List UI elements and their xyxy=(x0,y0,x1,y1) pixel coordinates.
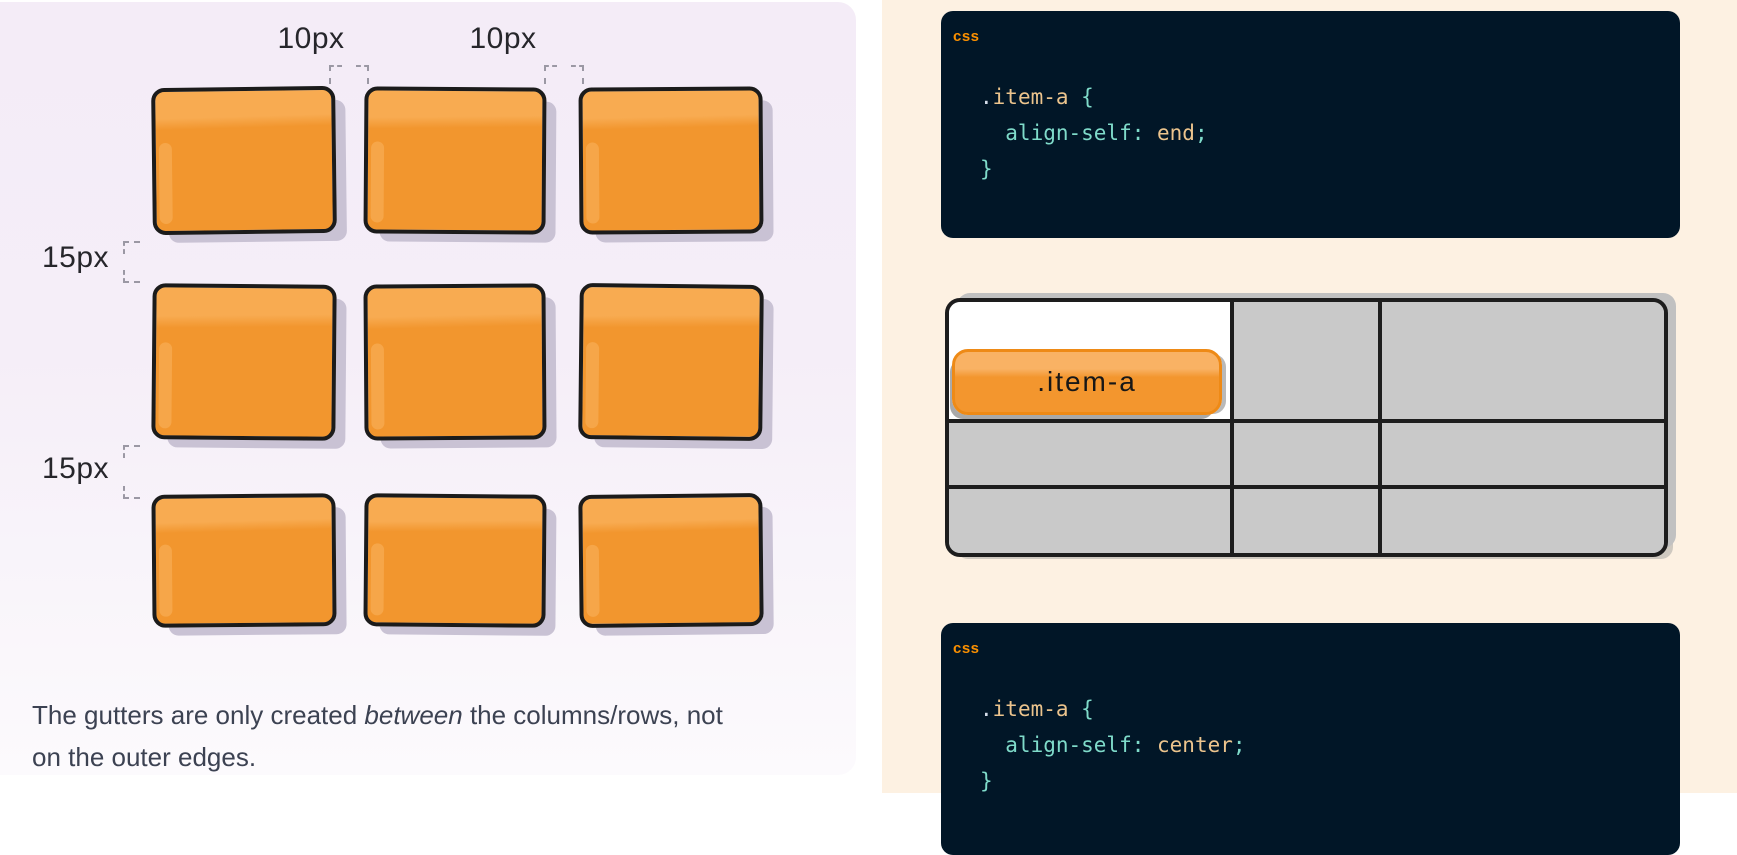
gap-bracket-mark xyxy=(571,65,584,84)
gap-bracket-mark xyxy=(123,270,140,283)
grid-cell xyxy=(1382,423,1664,489)
grid-cell xyxy=(1382,489,1664,553)
grid-box xyxy=(151,85,337,236)
grid-box xyxy=(363,493,547,628)
caption-italic-word: between xyxy=(364,700,463,730)
grid-cell xyxy=(949,489,1234,553)
grid-cell xyxy=(1234,423,1382,489)
grid-box xyxy=(363,86,547,235)
gap-diagram-panel: 10px 10px 15px 15px The gutters are only… xyxy=(0,2,856,775)
column-gap-label: 10px xyxy=(469,22,537,55)
code-line: align-self: end; xyxy=(980,121,1208,145)
grid-cell-item-a: .item-a xyxy=(949,302,1234,423)
code-block-align-self-center: css .item-a { align-self: center;} xyxy=(941,623,1680,855)
grid-cell xyxy=(1234,489,1382,553)
gap-bracket-mark xyxy=(123,486,140,499)
code-body: .item-a { align-self: center;} xyxy=(980,691,1246,799)
caption-text: on the outer edges. xyxy=(32,742,257,772)
grid-box xyxy=(578,493,764,628)
item-a-pill: .item-a xyxy=(952,349,1222,415)
grid-box xyxy=(151,493,337,628)
gap-bracket-mark xyxy=(123,445,140,458)
gap-bracket-mark xyxy=(123,241,140,254)
grid-cell xyxy=(1382,302,1664,423)
grid-cell xyxy=(949,423,1234,489)
row-gap-label: 15px xyxy=(42,452,110,485)
item-a-label: .item-a xyxy=(1037,366,1137,397)
gap-bracket-mark xyxy=(544,65,557,84)
grid-box xyxy=(363,283,547,441)
grid-box xyxy=(578,283,764,441)
grid-box xyxy=(151,283,337,441)
code-body: .item-a { align-self: end;} xyxy=(980,79,1208,187)
code-block-align-self-end: css .item-a { align-self: end;} xyxy=(941,11,1680,238)
column-gap-label: 10px xyxy=(277,22,345,55)
grid-cell xyxy=(1234,302,1382,423)
align-demo-grid: .item-a xyxy=(945,298,1668,557)
code-language-label: css xyxy=(953,28,980,45)
code-line: align-self: center; xyxy=(980,733,1246,757)
caption-text: The gutters are only created xyxy=(32,700,365,730)
code-line: } xyxy=(980,157,993,181)
gap-bracket-mark xyxy=(329,65,342,84)
gutters-caption: The gutters are only created between the… xyxy=(32,694,732,778)
code-line: } xyxy=(980,769,993,793)
code-line: .item-a { xyxy=(980,85,1094,109)
code-line: .item-a { xyxy=(980,697,1094,721)
caption-text: the columns/rows, not xyxy=(462,700,723,730)
row-gap-label: 15px xyxy=(42,241,110,274)
css-grid-tutorial-page: { "colors": { "left_panel_top": "#f4ecf7… xyxy=(0,0,1737,793)
grid-box xyxy=(578,86,764,235)
code-language-label: css xyxy=(953,640,980,657)
gap-bracket-mark xyxy=(356,65,369,84)
